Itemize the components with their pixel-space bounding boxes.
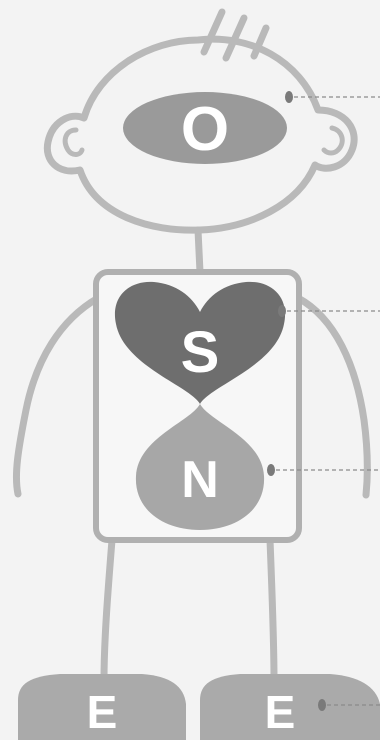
right-foot-label: E xyxy=(265,686,296,738)
left-arm xyxy=(16,298,98,494)
left-ear-detail xyxy=(65,130,82,155)
neck xyxy=(198,230,200,272)
left-leg xyxy=(104,540,112,680)
callout-dot xyxy=(285,91,293,103)
right-arm xyxy=(298,298,367,495)
callout-dot xyxy=(278,305,286,317)
head-label: O xyxy=(181,95,229,164)
callout-dot xyxy=(267,464,275,476)
callout-head xyxy=(285,91,380,103)
left-foot-label: E xyxy=(87,686,118,738)
callout-dot xyxy=(318,699,326,711)
right-ear-detail xyxy=(324,128,342,153)
right-leg xyxy=(270,540,274,680)
heart-label: S xyxy=(181,320,220,385)
drop-label: N xyxy=(181,451,219,509)
hair-strokes xyxy=(204,12,266,58)
